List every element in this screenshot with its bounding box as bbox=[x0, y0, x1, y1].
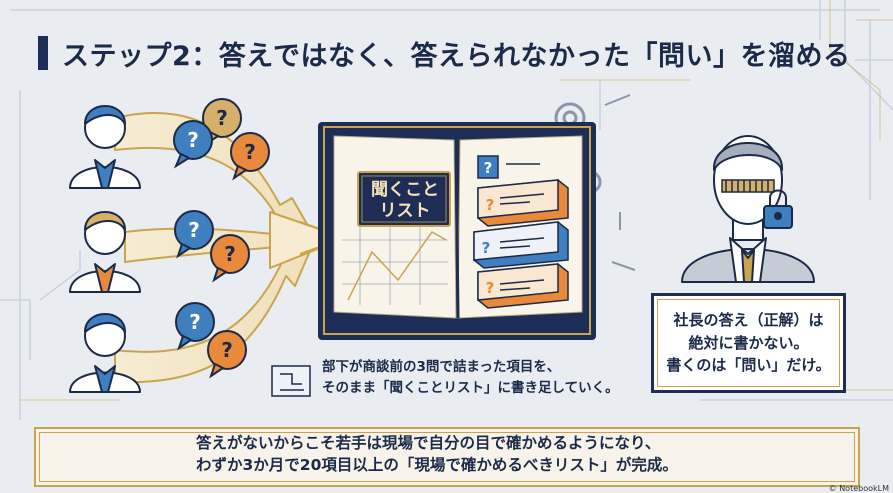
page-title: ステップ2：答えではなく、答えられなかった「問い」を溜める bbox=[62, 41, 851, 72]
summary-line2: わずか3か月で20項目以上の「現場で確かめるべきリスト」が完成。 bbox=[196, 456, 678, 475]
note-text: 部下が商談前の3問で詰まった項目を、 そのまま「聞くことリスト」に書き足していく… bbox=[322, 357, 619, 399]
ceo-callout-line3: 書くのは「問い」だけ。 bbox=[666, 356, 831, 375]
question-mark: ? bbox=[482, 239, 491, 257]
question-mark: ? bbox=[221, 338, 233, 362]
question-mark: ? bbox=[216, 106, 228, 130]
question-mark: ? bbox=[189, 310, 201, 334]
title-accent-bar bbox=[38, 36, 48, 70]
question-mark: ? bbox=[188, 218, 200, 242]
question-mark: ? bbox=[486, 279, 495, 297]
summary-line1: 答えがないからこそ若手は現場で自分の目で確かめるようになり、 bbox=[196, 434, 661, 452]
book-label-line2: リスト bbox=[379, 201, 431, 222]
note-line2: そのまま「聞くことリスト」に書き足していく。 bbox=[322, 379, 619, 396]
question-bubble-icon bbox=[230, 132, 270, 181]
summary-box bbox=[34, 427, 860, 487]
employee-icon bbox=[69, 211, 141, 293]
question-mark: ? bbox=[244, 140, 256, 164]
ceo-callout-line1: 社長の答え（正解）は bbox=[673, 311, 824, 330]
employee-icon bbox=[69, 105, 141, 189]
zipper-mouth-icon bbox=[721, 179, 775, 193]
ceo-callout-box: 社長の答え（正解）は 絶対に書かない。 書くのは「問い」だけ。 bbox=[651, 293, 846, 393]
note-line1: 部下が商談前の3問で詰まった項目を、 bbox=[322, 359, 561, 375]
ceo-callout-line2: 絶対に書かない。 bbox=[688, 333, 809, 352]
question-mark: ? bbox=[187, 128, 199, 152]
summary-text: 答えがないからこそ若手は現場で自分の目で確かめるようになり、 わずか3か月で20… bbox=[196, 432, 678, 477]
question-mark: ? bbox=[484, 159, 493, 177]
employee-icon bbox=[69, 313, 141, 393]
question-bubble-icon bbox=[207, 330, 247, 379]
question-mark: ? bbox=[486, 196, 495, 214]
book-label-line1: 聞くこと bbox=[371, 180, 439, 200]
question-bubble-icon bbox=[173, 120, 213, 169]
credit-text: © NotebookLM bbox=[828, 484, 889, 493]
ceo-icon bbox=[681, 135, 815, 283]
question-bubble-icon bbox=[175, 302, 215, 351]
blueprint-icon bbox=[271, 365, 311, 397]
question-mark: ? bbox=[224, 242, 236, 266]
question-bubble-icon bbox=[174, 210, 214, 259]
padlock-icon bbox=[763, 189, 793, 229]
question-card-icon bbox=[473, 155, 569, 309]
book-label: 聞くこと リスト bbox=[362, 180, 448, 223]
question-bubble-icon bbox=[210, 234, 250, 283]
